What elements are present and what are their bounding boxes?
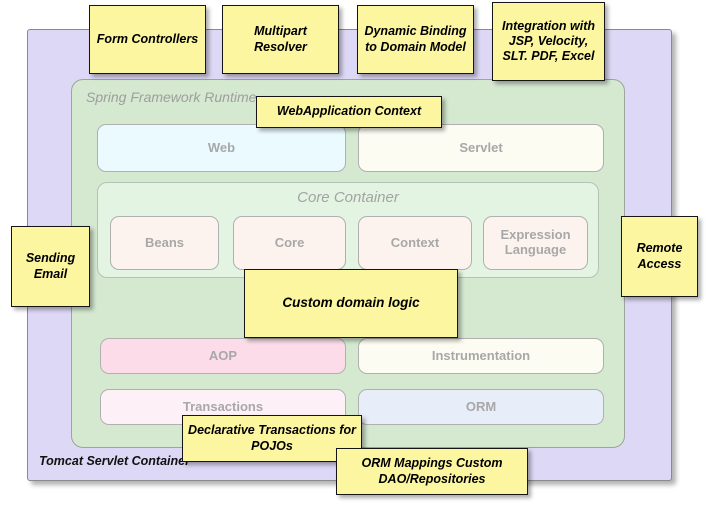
module-instrumentation[interactable]: Instrumentation (358, 338, 604, 374)
note-remote-access[interactable]: Remote Access (621, 216, 698, 297)
note-dynamic-binding[interactable]: Dynamic Binding to Domain Model (357, 5, 474, 74)
module-beans-label: Beans (144, 234, 185, 250)
note-form-controllers-label: Form Controllers (96, 31, 199, 46)
note-custom-domain-logic[interactable]: Custom domain logic (244, 269, 458, 338)
module-web[interactable]: Web (97, 124, 346, 172)
module-beans[interactable]: Beans (110, 216, 219, 270)
note-integration-label: Integration with JSP, Velocity, SLT. PDF… (501, 18, 596, 64)
spring-framework-runtime-label: Spring Framework Runtime (86, 89, 257, 105)
module-orm[interactable]: ORM (358, 389, 604, 425)
note-integration[interactable]: Integration with JSP, Velocity, SLT. PDF… (492, 2, 605, 81)
note-remote-access-label: Remote Access (636, 241, 683, 271)
module-servlet[interactable]: Servlet (358, 124, 604, 172)
note-declarative-transactions-label: Declarative Transactions for POJOs (188, 423, 356, 453)
note-multipart-resolver[interactable]: Multipart Resolver (222, 5, 339, 74)
note-declarative-transactions[interactable]: Declarative Transactions for POJOs (182, 415, 362, 462)
module-expression-language-label: Expression Language (500, 227, 571, 257)
module-servlet-label: Servlet (459, 139, 503, 155)
tomcat-servlet-container-label: Tomcat Servlet Container (39, 454, 190, 468)
module-aop-label: AOP (208, 347, 238, 363)
module-context[interactable]: Context (358, 216, 472, 270)
module-transactions-label: Transactions (182, 398, 264, 414)
note-multipart-resolver-label: Multipart Resolver (254, 24, 307, 54)
note-dynamic-binding-label: Dynamic Binding to Domain Model (364, 24, 467, 54)
note-sending-email-label: Sending Email (25, 251, 76, 281)
module-aop[interactable]: AOP (100, 338, 346, 374)
module-core[interactable]: Core (233, 216, 346, 270)
note-webapplication-context-label: WebApplication Context (276, 104, 422, 119)
module-web-label: Web (207, 139, 236, 155)
module-orm-label: ORM (465, 398, 497, 414)
module-expression-language[interactable]: Expression Language (483, 216, 588, 270)
note-webapplication-context[interactable]: WebApplication Context (256, 96, 442, 128)
note-sending-email[interactable]: Sending Email (11, 226, 90, 307)
module-instrumentation-label: Instrumentation (431, 347, 531, 363)
module-core-label: Core (274, 234, 305, 250)
note-orm-mappings[interactable]: ORM Mappings Custom DAO/Repositories (336, 448, 528, 495)
module-context-label: Context (390, 234, 440, 250)
note-orm-mappings-label: ORM Mappings Custom DAO/Repositories (361, 456, 503, 486)
core-container-label: Core Container (297, 189, 399, 206)
note-custom-domain-logic-label: Custom domain logic (282, 295, 420, 311)
note-form-controllers[interactable]: Form Controllers (89, 5, 206, 74)
